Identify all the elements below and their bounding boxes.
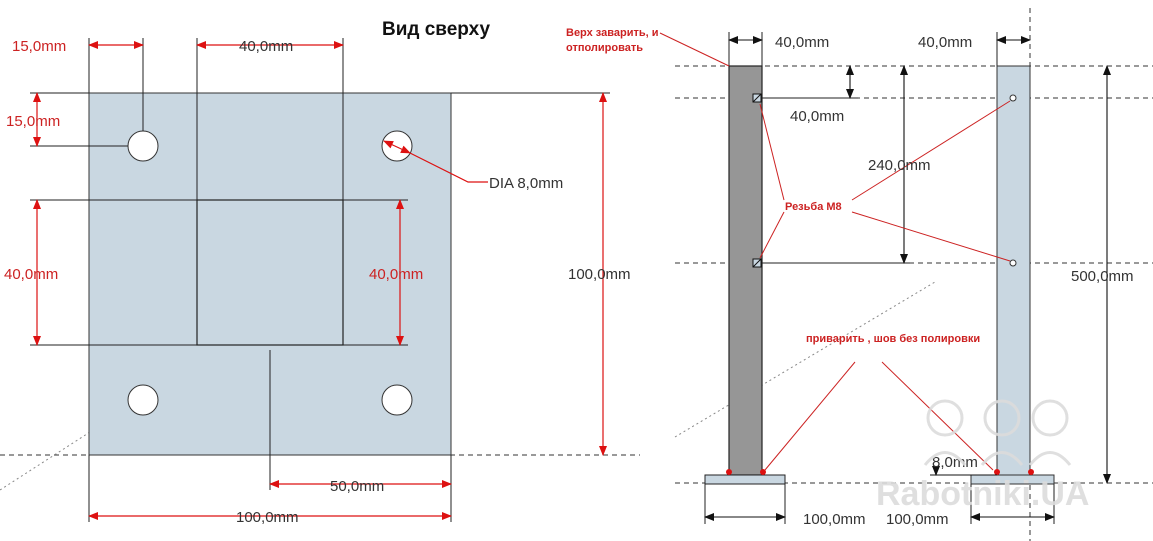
leader-thread: [851, 211, 1011, 262]
mounting-hole: [127, 384, 159, 416]
note-thread: Резьба М8: [785, 201, 842, 213]
dim-base-left-label: 100,0mm: [803, 511, 866, 528]
dim-square-height-left-label: 40,0mm: [4, 266, 58, 283]
diagonal-dotted: [0, 431, 91, 491]
post-left: [728, 65, 763, 476]
dim-plate-width-label: 100,0mm: [236, 509, 299, 526]
leader-weld-bottom: [881, 361, 994, 471]
dim-first-hole-label: 40,0mm: [790, 108, 844, 125]
mounting-hole: [127, 130, 159, 162]
leader-weld-bottom: [764, 361, 856, 471]
dim-hole-dia-leader: [409, 152, 488, 183]
dim-hole-x-label: 15,0mm: [12, 38, 66, 55]
dim-base-thickness-label: 8,0mm: [932, 454, 978, 471]
top-view: Вид сверху: [0, 19, 640, 526]
side-view: Верх заварить, и отполировать 40,0mm 40,…: [566, 8, 1153, 541]
base-plate-right: [970, 474, 1055, 485]
diagonal-dotted: [674, 281, 936, 438]
dim-square-width-label: 40,0mm: [239, 38, 293, 55]
note-weld-bottom: приварить , шов без полировки: [806, 333, 980, 345]
dim-plate-height-label: 100,0mm: [568, 266, 631, 283]
leader-thread: [759, 211, 785, 259]
post-square: [196, 199, 344, 346]
mounting-hole: [381, 384, 413, 416]
leader-thread: [851, 100, 1011, 201]
post-right: [996, 65, 1031, 476]
leader-thread: [759, 103, 785, 201]
dim-base-right-label: 100,0mm: [886, 511, 949, 528]
watermark-text: Rabotniki.UA: [876, 475, 1089, 513]
watermark: Rabotniki.UA: [876, 399, 1089, 513]
dim-hole-spacing-label: 240,0mm: [868, 157, 931, 174]
dim-center-label: 50,0mm: [330, 478, 384, 495]
dim-post-width-right-label: 40,0mm: [918, 34, 972, 51]
note-weld-top: Верх заварить, и: [566, 27, 659, 39]
thread-hole: [1009, 259, 1017, 267]
top-view-title: Вид сверху: [382, 19, 490, 40]
thread-hole: [1009, 94, 1017, 102]
leader-weld-top: [659, 32, 730, 67]
base-plate-left: [704, 474, 786, 485]
weld-point: [726, 469, 732, 475]
dim-square-height-right-label: 40,0mm: [369, 266, 423, 283]
weld-point: [994, 469, 1000, 475]
dim-hole-y-label: 15,0mm: [6, 113, 60, 130]
dim-hole-dia-label: DIA 8,0mm: [489, 175, 563, 192]
weld-point: [1028, 469, 1034, 475]
mounting-hole: [381, 130, 413, 162]
dim-post-width-left-label: 40,0mm: [775, 34, 829, 51]
note-weld-top-line2: отполировать: [566, 42, 643, 54]
dim-hole-dia-arrow: [383, 140, 411, 154]
dim-total-height-label: 500,0mm: [1071, 268, 1134, 285]
weld-point: [760, 469, 766, 475]
